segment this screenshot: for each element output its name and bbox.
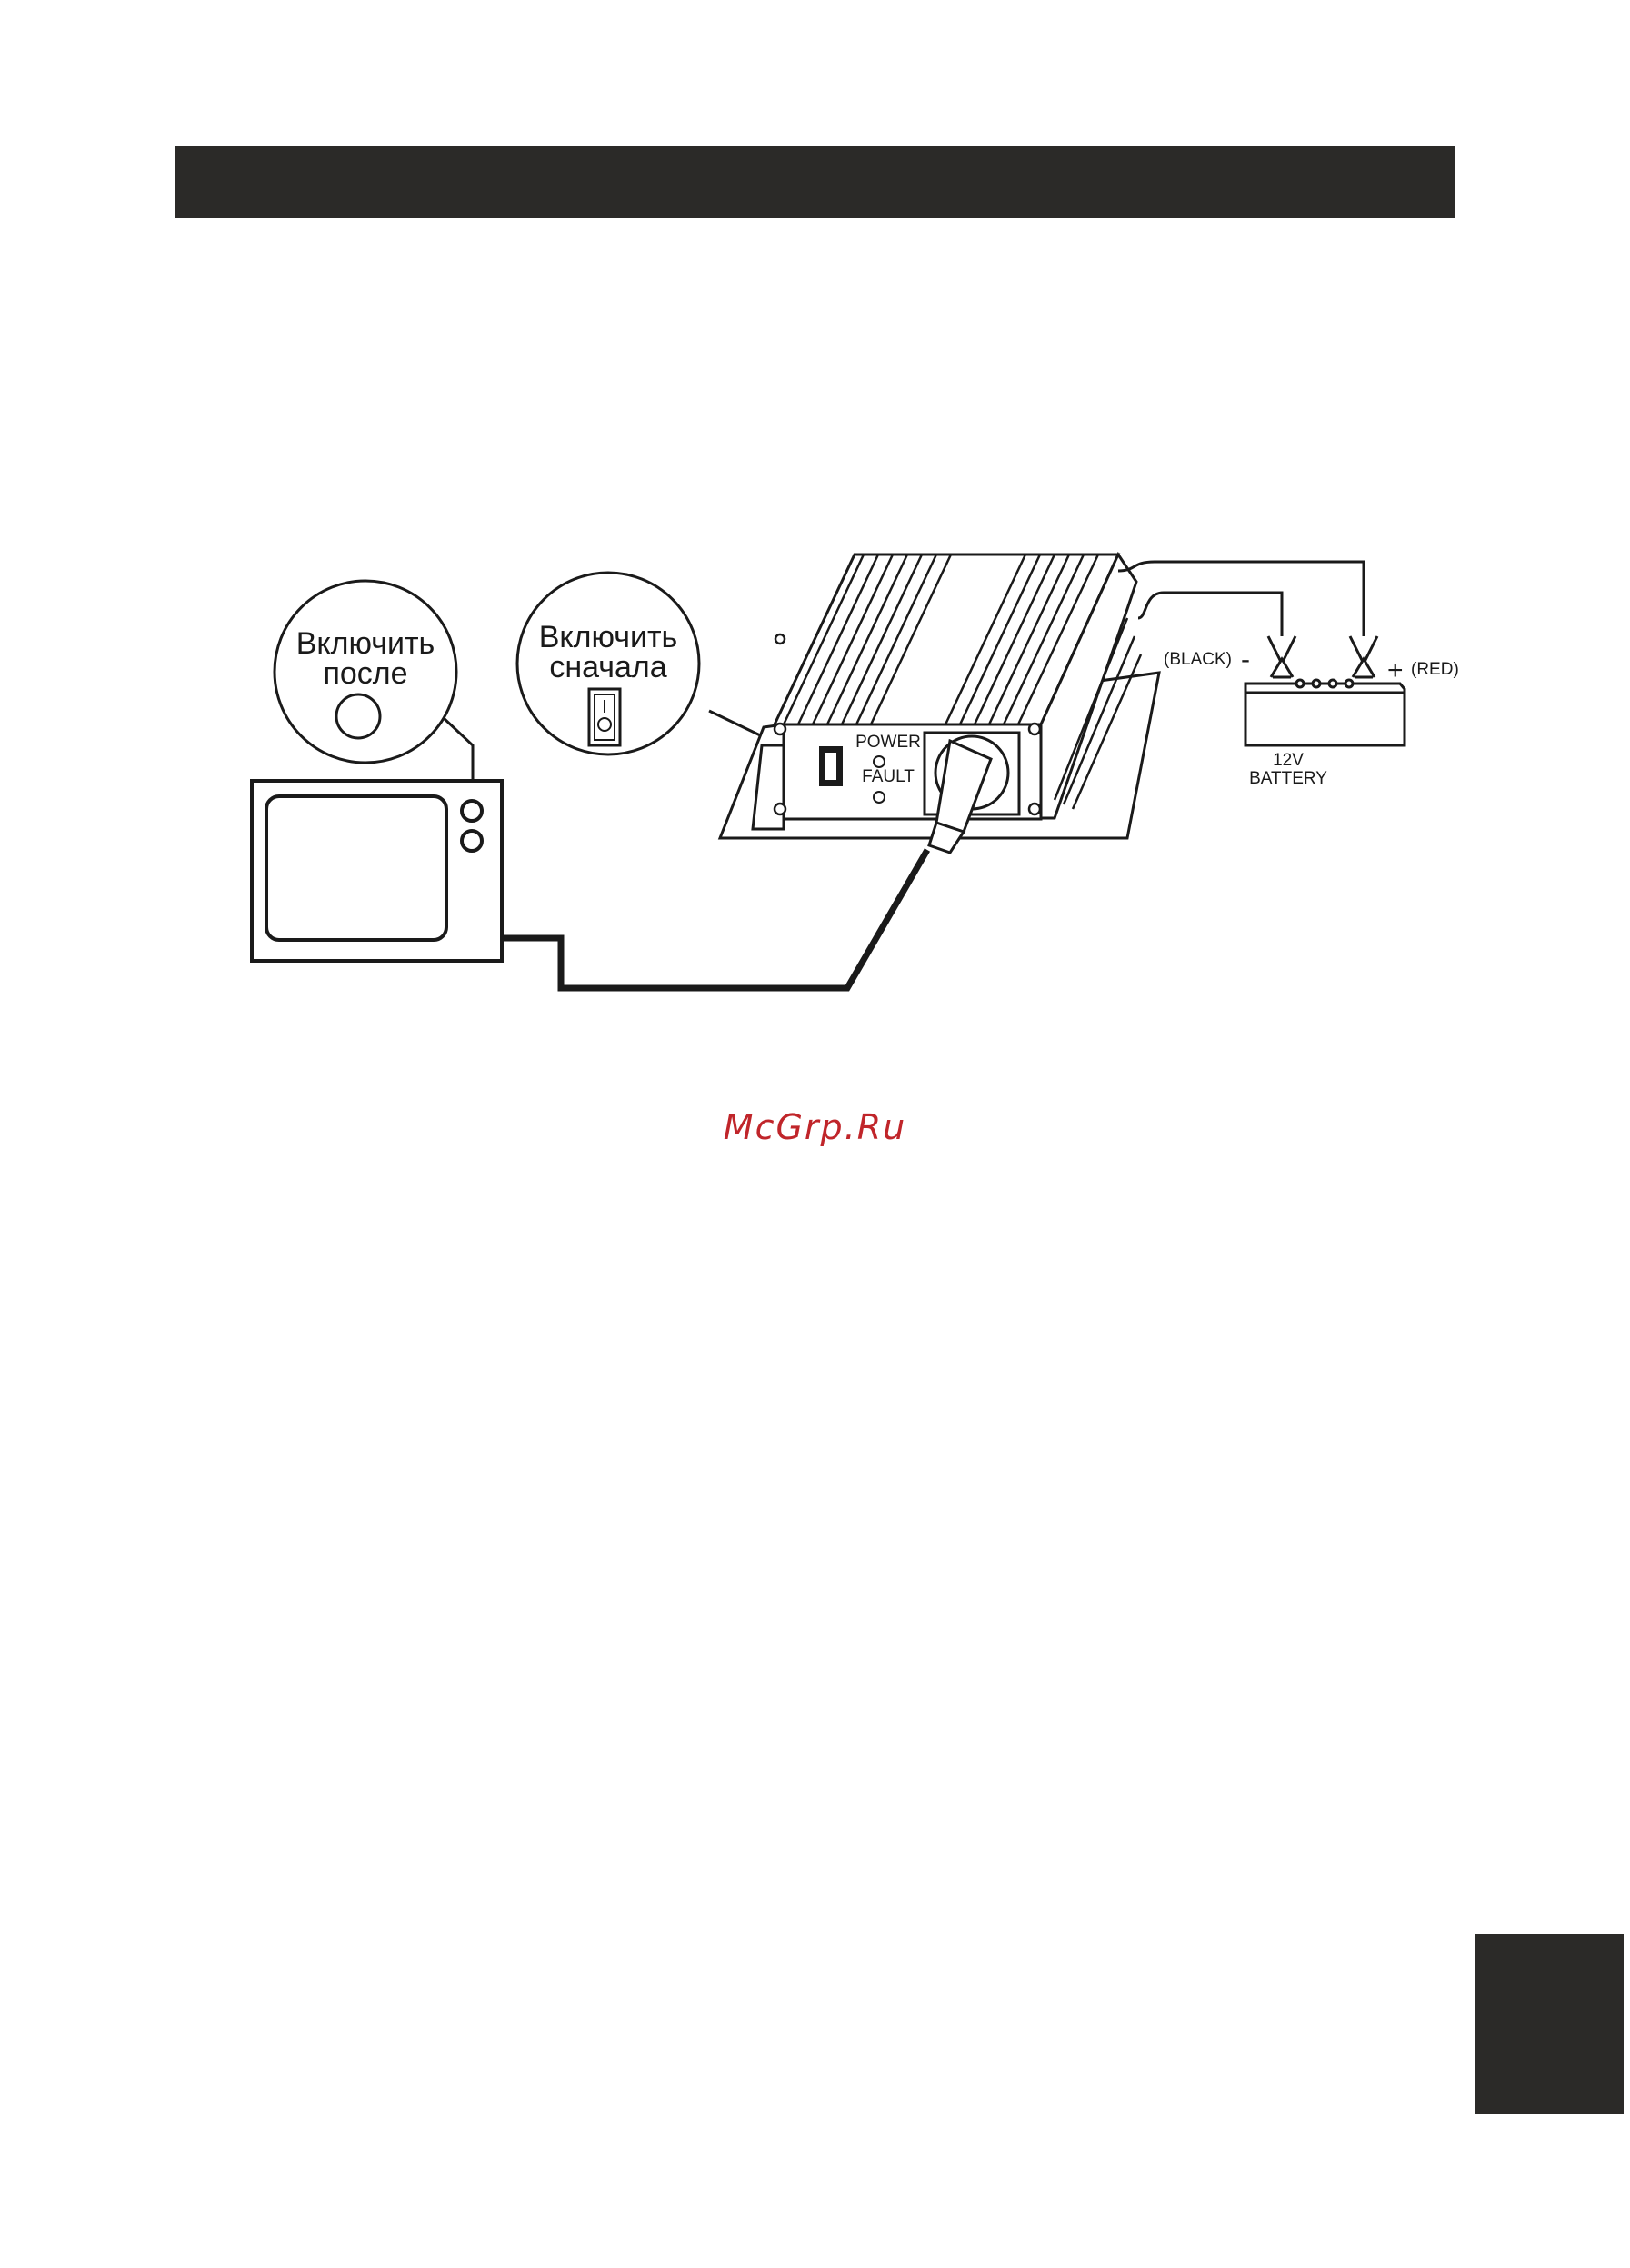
page-tab <box>1475 1934 1624 2114</box>
inverter-callout-line2: сначала <box>549 650 666 684</box>
negative-clamp-icon <box>1268 636 1295 677</box>
fault-led-label: FAULT <box>862 767 915 786</box>
rocker-switch-icon <box>589 689 620 745</box>
battery-cables <box>1118 562 1364 647</box>
positive-terminal-label: (RED) <box>1411 660 1459 679</box>
tv-power-cord <box>502 850 927 988</box>
battery <box>1245 680 1405 745</box>
battery-voltage-label: 12V <box>1273 751 1304 770</box>
power-led-icon <box>874 756 885 767</box>
tv-control-knob-icon <box>462 831 482 851</box>
power-led-label: POWER <box>855 733 921 752</box>
tv-knob-icon <box>336 694 380 738</box>
negative-sign: - <box>1241 644 1250 674</box>
positive-sign: + <box>1387 655 1404 685</box>
negative-terminal-label: (BLACK) <box>1164 650 1232 669</box>
positive-clamp-icon <box>1350 636 1377 677</box>
tv-callout-line2: после <box>323 656 407 691</box>
watermark: McGrp.Ru <box>0 1107 1630 1147</box>
tv-power-knob-icon <box>462 801 482 821</box>
fault-led-icon <box>874 792 885 803</box>
battery-name-label: BATTERY <box>1249 769 1327 788</box>
tv-switch-callout: Включить после <box>275 581 456 763</box>
inverter-power-switch <box>820 747 842 785</box>
inverter-switch-callout: Включить сначала <box>517 573 699 754</box>
television <box>252 781 502 961</box>
